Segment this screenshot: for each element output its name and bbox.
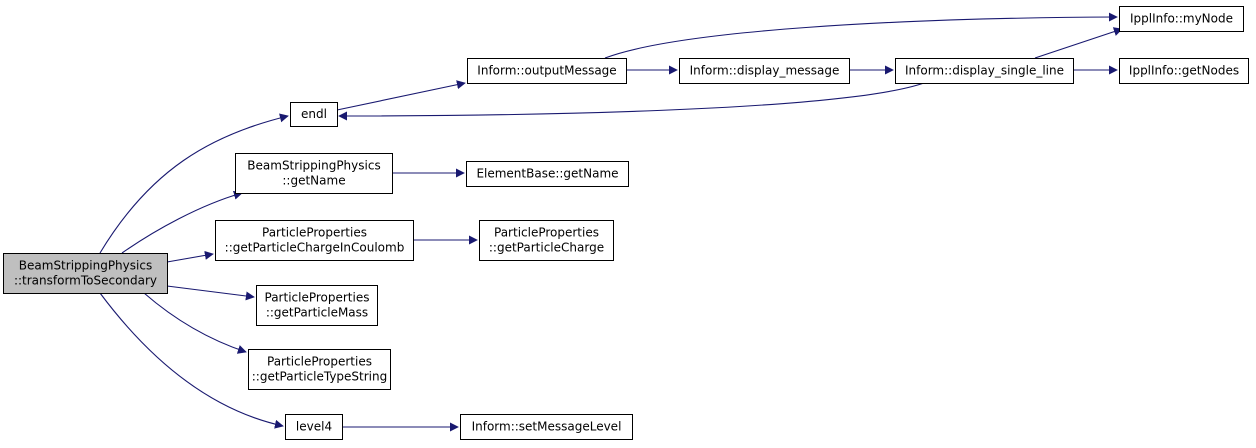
- node-label: BeamStrippingPhysics: [247, 159, 380, 173]
- node-box: [895, 58, 1074, 84]
- nodes-layer: BeamStrippingPhysics::transformToSeconda…: [3, 6, 1249, 440]
- node-endl[interactable]: endl: [290, 102, 338, 127]
- node-myNode[interactable]: IpplInfo::myNode: [1119, 6, 1244, 32]
- node-label: level4: [296, 420, 332, 434]
- node-box: [479, 220, 614, 261]
- node-outputMessage[interactable]: Inform::outputMessage: [467, 58, 627, 84]
- node-label: endl: [301, 107, 327, 121]
- edge-root-to-chargeCoulomb: [166, 250, 214, 263]
- node-label: ::getParticleMass: [266, 306, 368, 320]
- node-box: [215, 220, 414, 261]
- node-box: [285, 414, 343, 440]
- node-setMessageLevel[interactable]: Inform::setMessageLevel: [460, 414, 633, 440]
- node-box: [467, 58, 627, 84]
- node-label: Inform::display_message: [690, 64, 840, 78]
- node-getNodes[interactable]: IpplInfo::getNodes: [1119, 58, 1249, 84]
- edge-display_single_line-to-endl: [338, 82, 925, 121]
- node-label: Inform::display_single_line: [905, 64, 1064, 78]
- node-box: [290, 102, 338, 127]
- edge-root-to-mass: [166, 285, 255, 301]
- node-label: ParticleProperties: [265, 291, 370, 305]
- node-label: ::getName: [282, 174, 345, 188]
- edges-layer: [99, 12, 1123, 432]
- node-box: [1119, 6, 1244, 32]
- node-box: [460, 414, 633, 440]
- edge-outputMessage-to-myNode: [604, 12, 1118, 59]
- edge-root-to-bsp_getName: [121, 190, 243, 254]
- node-label: Inform::outputMessage: [477, 64, 616, 78]
- edge-display_single_line-to-myNode: [1034, 27, 1123, 59]
- node-label: ::getParticleCharge: [489, 241, 604, 255]
- node-box: [1119, 58, 1249, 84]
- edge-root-to-level4: [99, 292, 284, 429]
- edge-root-to-typeString: [143, 292, 247, 354]
- node-label: ::getParticleTypeString: [252, 370, 388, 384]
- edge-root-to-endl: [99, 113, 289, 254]
- node-typeString[interactable]: ParticleProperties::getParticleTypeStrin…: [248, 349, 391, 390]
- node-label: ::getParticleChargeInCoulomb: [225, 241, 405, 255]
- node-label: IpplInfo::myNode: [1130, 12, 1233, 26]
- node-chargeCoulomb[interactable]: ParticleProperties::getParticleChargeInC…: [215, 220, 414, 261]
- edge-endl-to-outputMessage: [336, 80, 466, 111]
- node-level4[interactable]: level4: [285, 414, 343, 440]
- node-eb_getName[interactable]: ElementBase::getName: [466, 161, 629, 187]
- node-label: IpplInfo::getNodes: [1129, 64, 1239, 78]
- node-label: BeamStrippingPhysics: [19, 259, 152, 273]
- node-charge[interactable]: ParticleProperties::getParticleCharge: [479, 220, 614, 261]
- node-label: ::transformToSecondary: [14, 274, 157, 288]
- node-box: [679, 58, 850, 84]
- node-display_message[interactable]: Inform::display_message: [679, 58, 850, 84]
- node-label: ElementBase::getName: [476, 167, 618, 181]
- node-box: [256, 285, 378, 326]
- node-box: [235, 153, 393, 194]
- node-label: ParticleProperties: [262, 226, 367, 240]
- node-display_single_line[interactable]: Inform::display_single_line: [895, 58, 1074, 84]
- node-bsp_getName[interactable]: BeamStrippingPhysics::getName: [235, 153, 393, 194]
- node-box: [3, 253, 168, 294]
- node-mass[interactable]: ParticleProperties::getParticleMass: [256, 285, 378, 326]
- node-root[interactable]: BeamStrippingPhysics::transformToSeconda…: [3, 253, 168, 294]
- node-label: ParticleProperties: [267, 355, 372, 369]
- node-box: [466, 161, 629, 187]
- node-label: ParticleProperties: [494, 226, 599, 240]
- node-label: Inform::setMessageLevel: [472, 420, 622, 434]
- node-box: [248, 349, 391, 390]
